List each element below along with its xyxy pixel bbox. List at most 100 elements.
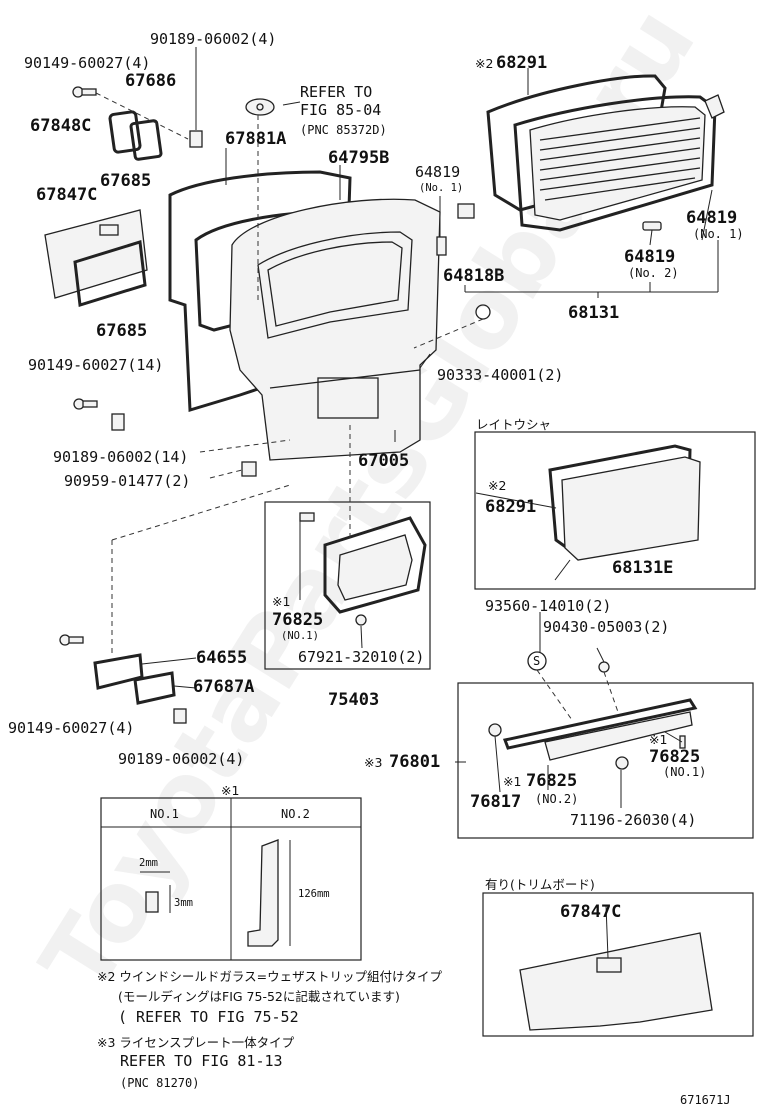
label-67847C-top: 67847C bbox=[36, 185, 97, 205]
label-dim-3mm: 3mm bbox=[174, 897, 193, 909]
label-90333-40001-2: 90333-40001(2) bbox=[437, 366, 563, 384]
label-76817: 76817 bbox=[470, 792, 521, 812]
figure-id: 671671J bbox=[680, 1093, 731, 1107]
pad-67686 bbox=[129, 119, 163, 161]
label-90149-60027-4-top: 90149-60027(4) bbox=[24, 54, 150, 72]
clip-90189-06002-14 bbox=[111, 413, 125, 431]
glass-68131 bbox=[513, 95, 717, 232]
clip-64818B bbox=[457, 203, 475, 219]
label-64819-no1-left-sub: (No. 1) bbox=[419, 182, 463, 194]
label-68291-top: 68291 bbox=[496, 53, 547, 73]
label-76825-no2-sub: (NO.2) bbox=[535, 792, 578, 806]
pad-67687A bbox=[133, 671, 176, 705]
bolt-90149-60027-top bbox=[72, 86, 97, 98]
label-76825-no1-left-sub: (NO.1) bbox=[281, 630, 319, 642]
label-76801-mark: ※3 bbox=[364, 755, 382, 770]
note2-line2: (モールディングはFIG 75-52に記載されています) bbox=[118, 989, 400, 1004]
label-dim-2mm: 2mm bbox=[139, 857, 158, 869]
label-71196-26030-4: 71196-26030(4) bbox=[570, 811, 696, 829]
label-76825-no1-right-sub: (NO.1) bbox=[663, 765, 706, 779]
spec-table bbox=[100, 797, 362, 961]
label-67685-top: 67685 bbox=[100, 171, 151, 191]
stopper-64819-no1-left bbox=[436, 236, 447, 256]
label-64819-no1-right: 64819 bbox=[686, 208, 737, 228]
label-90189-06002-14: 90189-06002(14) bbox=[53, 448, 188, 466]
screw-67921-32010 bbox=[355, 614, 367, 626]
label-68291-box: 68291 bbox=[485, 497, 536, 517]
bracket-68131 bbox=[464, 240, 719, 298]
label-64818B: 64818B bbox=[443, 266, 504, 286]
weatherstrip-67881A bbox=[168, 170, 352, 412]
label-76825-no1-right-mark: ※1 bbox=[649, 732, 667, 747]
gasket-76825-no1-right bbox=[679, 735, 686, 749]
note3-line2: REFER TO FIG 81-13 bbox=[120, 1052, 283, 1070]
trim-board-67847C bbox=[519, 932, 713, 1031]
label-67921-32010-2: 67921-32010(2) bbox=[298, 648, 424, 666]
label-refer-fig-85-04-l1: REFER TO bbox=[300, 83, 372, 101]
label-75403: 75403 bbox=[328, 690, 379, 710]
box-trim-board bbox=[482, 892, 754, 1037]
label-67687A: 67687A bbox=[193, 677, 254, 697]
label-90430-05003-2: 90430-05003(2) bbox=[543, 618, 669, 636]
label-76801: 76801 bbox=[389, 752, 440, 772]
label-67848C: 67848C bbox=[30, 116, 91, 136]
label-67686: 67686 bbox=[125, 71, 176, 91]
label-68291-box-mark: ※2 bbox=[488, 478, 506, 493]
glass-68131E bbox=[561, 456, 701, 561]
label-64655: 64655 bbox=[196, 648, 247, 668]
note3-line3: (PNC 81270) bbox=[120, 1076, 199, 1090]
label-67685-bottom: 67685 bbox=[96, 321, 147, 341]
clip-90189-06002-top bbox=[189, 47, 203, 148]
label-64819-no2-sub: (No. 2) bbox=[628, 266, 679, 280]
seal-67685 bbox=[73, 240, 147, 307]
label-76825-no1-left: 76825 bbox=[272, 610, 323, 630]
label-76825-no1-right: 76825 bbox=[649, 747, 700, 767]
stopper-64819-no1-right bbox=[704, 94, 725, 119]
box-raitousha bbox=[474, 431, 756, 590]
screw-71196-26030 bbox=[615, 756, 629, 770]
handle-64655 bbox=[93, 653, 144, 690]
box-75403 bbox=[264, 501, 431, 670]
clip-76817 bbox=[488, 723, 502, 737]
bolt-90149-60027-4-bottom bbox=[59, 634, 84, 646]
label-76825-no2-mark: ※1 bbox=[503, 774, 521, 789]
label-67881A: 67881A bbox=[225, 129, 286, 149]
clip-90189-06002-4-bottom bbox=[173, 708, 187, 724]
bolt-90149-60027-14 bbox=[73, 398, 98, 410]
note3-line1: ※3 ライセンスプレート一体タイプ bbox=[97, 1035, 295, 1050]
label-76825-no2: 76825 bbox=[526, 771, 577, 791]
label-90959-01477-2: 90959-01477(2) bbox=[64, 472, 190, 490]
back-door-67005 bbox=[229, 198, 441, 461]
bracket-90959-01477 bbox=[241, 461, 257, 477]
label-67005: 67005 bbox=[358, 451, 409, 471]
label-90189-06002-4-top: 90189-06002(4) bbox=[150, 30, 276, 48]
pad-67848C bbox=[108, 110, 142, 154]
leader-lines bbox=[141, 68, 713, 959]
label-76825-no1-left-mark: ※1 bbox=[272, 594, 290, 609]
label-68131: 68131 bbox=[568, 303, 619, 323]
label-90149-60027-4-bottom: 90149-60027(4) bbox=[8, 719, 134, 737]
stopper-64819-no2 bbox=[642, 221, 662, 231]
label-68291-top-mark: ※2 bbox=[475, 56, 493, 71]
label-table-no1: NO.1 bbox=[150, 807, 179, 821]
gasket-76825-no1 bbox=[299, 512, 315, 522]
box-76801 bbox=[457, 682, 754, 839]
label-68131E: 68131E bbox=[612, 558, 673, 578]
lamp-housing-75403 bbox=[323, 516, 427, 614]
label-64819-no2: 64819 bbox=[624, 247, 675, 267]
label-s-marker: S bbox=[533, 654, 540, 668]
label-ari-trim-board: 有り(トリムボード) bbox=[485, 877, 595, 892]
note2-line3: ( REFER TO FIG 75-52 bbox=[118, 1008, 299, 1026]
label-refer-fig-85-04-l3: (PNC 85372D) bbox=[300, 123, 387, 137]
label-67847C-trim: 67847C bbox=[560, 902, 621, 922]
clip-refer-fig-85-04 bbox=[245, 98, 275, 116]
label-64795B: 64795B bbox=[328, 148, 389, 168]
note2-line1: ※2 ウインドシールドガラス=ウェザストリップ組付けタイプ bbox=[97, 969, 442, 984]
label-90149-60027-14: 90149-60027(14) bbox=[28, 356, 163, 374]
label-raitousha: レイトウシャ bbox=[476, 417, 551, 432]
label-64819-no1-right-sub: (No. 1) bbox=[693, 227, 744, 241]
label-refer-fig-85-04-l2: FIG 85-04 bbox=[300, 101, 381, 119]
label-table-no2: NO.2 bbox=[281, 807, 310, 821]
garnish-76801 bbox=[502, 698, 698, 761]
